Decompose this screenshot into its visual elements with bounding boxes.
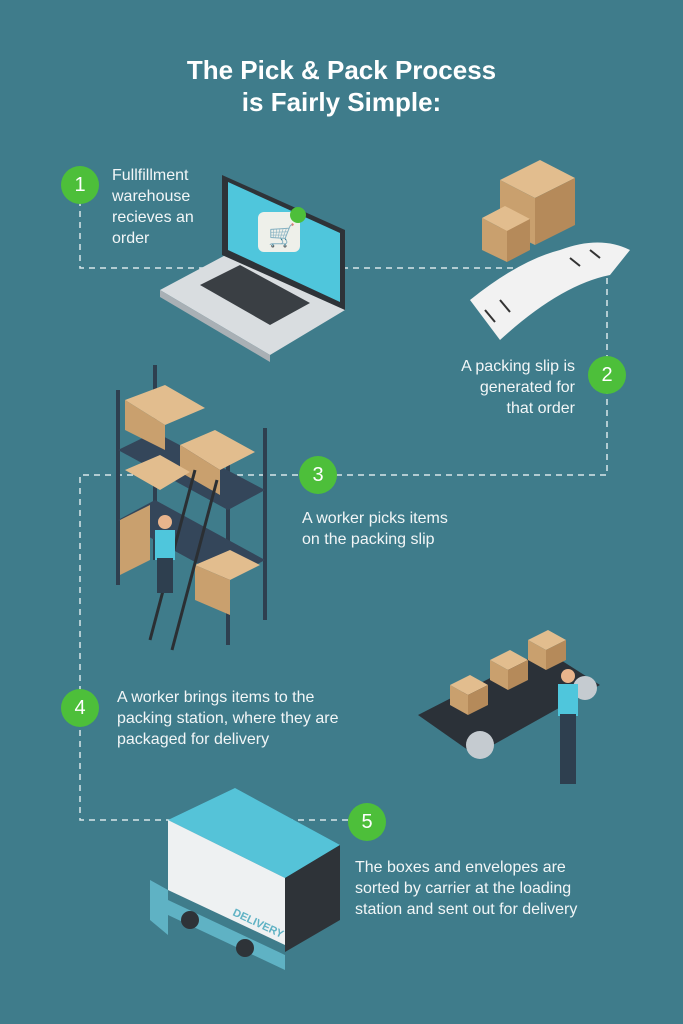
laptop-illustration: 🛒	[160, 175, 345, 362]
step-3-badge: 3	[299, 456, 337, 494]
conveyor-with-worker	[418, 630, 600, 784]
step-4-badge: 4	[61, 689, 99, 727]
svg-text:🛒: 🛒	[268, 223, 295, 248]
step-1-badge: 1	[61, 166, 99, 204]
page-title: The Pick & Pack Process is Fairly Simple…	[186, 55, 497, 117]
shelf-with-worker	[116, 365, 267, 651]
delivery-van: DELIVERY	[150, 788, 340, 970]
step-5-badge: 5	[348, 803, 386, 841]
step-2-badge: 2	[588, 356, 626, 394]
boxes-and-packing-slip	[470, 160, 630, 340]
dashed-connector	[79, 200, 608, 821]
